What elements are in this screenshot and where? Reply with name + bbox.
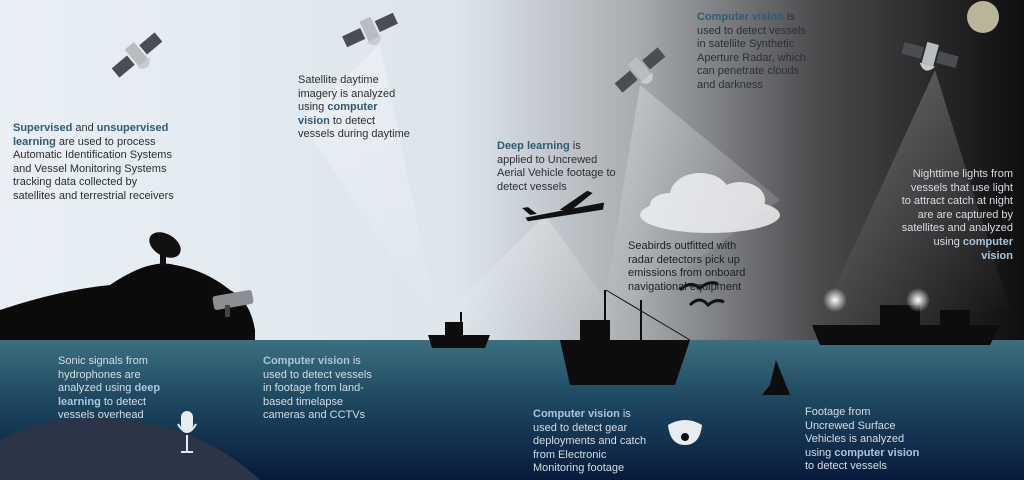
highlight-term: computer vision — [298, 101, 378, 127]
text: is used to detect vessels in footage fro… — [263, 355, 372, 422]
annotation-uav: Deep learning is applied to Uncrewed Aer… — [497, 140, 617, 194]
text: to detect vessels — [805, 460, 887, 473]
annotation-hydrophones: Sonic signals from hydrophones are analy… — [58, 355, 168, 423]
highlight-term: Computer vision — [533, 408, 620, 420]
text: is used to detect vessels in satellite S… — [697, 11, 806, 91]
text: to detect vessels overhead — [58, 395, 147, 422]
text: Footage from Uncrewed Surface Vehicles i… — [805, 406, 905, 459]
highlight-term: Computer vision — [697, 11, 784, 23]
highlight-term: Deep learning — [497, 140, 570, 152]
annotation-usv: Footage from Uncrewed Surface Vehicles i… — [805, 406, 920, 474]
cloud-icon — [640, 173, 780, 233]
cctv-camera-icon — [212, 290, 254, 317]
drone-icon — [522, 190, 605, 222]
highlight-term: unsupervised learning — [13, 122, 169, 148]
annotation-cctv: Computer vision is used to detect vessel… — [263, 355, 378, 423]
highlight-term: Computer vision — [263, 355, 350, 367]
text: Satellite daytime imagery is analyzed us… — [298, 74, 396, 114]
text: Nighttime lights from vessels that use l… — [901, 168, 1013, 248]
highlight-term: computer vision — [962, 235, 1013, 262]
annotation-electronic-monitoring: Computer vision is used to detect gear d… — [533, 408, 651, 476]
annotation-nighttime-lights: Nighttime lights from vessels that use l… — [900, 168, 1013, 263]
text: and — [72, 122, 97, 134]
text: are used to process Automatic Identifica… — [13, 135, 174, 202]
text: is applied to Uncrewed Aerial Vehicle fo… — [497, 140, 616, 193]
boat-icon — [428, 312, 490, 348]
annotation-satellite-daytime: Satellite daytime imagery is analyzed us… — [298, 74, 410, 142]
annotation-seabirds: Seabirds outfitted with radar detectors … — [628, 240, 748, 294]
microphone-icon — [177, 411, 197, 453]
boat-icon — [560, 289, 691, 385]
annotation-sar: Computer vision is used to detect vessel… — [697, 11, 815, 93]
usv-icon — [762, 360, 790, 395]
annotation-supervised-learning: Supervised and unsupervised learning are… — [13, 122, 178, 204]
antenna-icon — [149, 232, 181, 266]
island — [0, 263, 255, 340]
seabird-icon — [678, 281, 725, 308]
text: is used to detect gear deployments and c… — [533, 408, 647, 475]
moon-icon — [967, 1, 999, 33]
highlight-term: deep learning — [58, 382, 161, 408]
text: to detect vessels during daytime — [298, 114, 410, 141]
highlight-term: Supervised — [13, 122, 73, 134]
highlight-term: computer vision — [834, 446, 920, 459]
text: Sonic signals from hydrophones are analy… — [58, 355, 148, 395]
boat-icon — [812, 305, 1000, 345]
rock — [0, 417, 260, 480]
text: Seabirds outfitted with radar detectors … — [628, 240, 746, 293]
dome-camera-icon — [668, 420, 702, 445]
